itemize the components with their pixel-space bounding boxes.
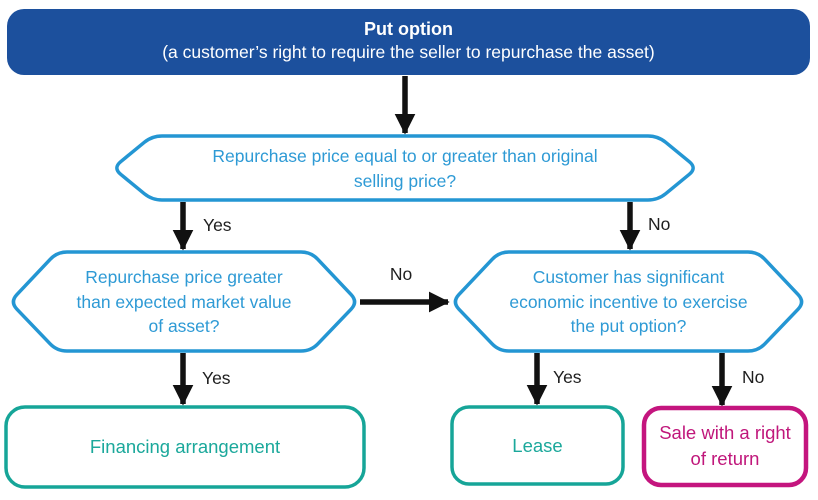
decision-d3-line3: the put option? — [570, 316, 687, 336]
decision-d2-line2: than expected market value — [76, 291, 292, 312]
outcome-sale-line1: Sale with a right — [659, 422, 791, 443]
edge-label-d3-yes: Yes — [553, 367, 582, 387]
root-title: Put option — [364, 19, 453, 39]
root-subtitle: (a customer’s right to require the selle… — [162, 42, 655, 62]
root-box — [7, 9, 810, 75]
decision-d1-hexagon — [115, 134, 695, 202]
decision-d3-line1: Customer has significant — [532, 267, 725, 287]
edge-label-d2-no: No — [389, 264, 413, 284]
decision-d1-line2: selling price? — [353, 170, 457, 191]
decision-d1-line1: Repurchase price equal to or greater tha… — [212, 146, 598, 166]
decision-d3-text: Customer has significant economic incent… — [452, 265, 805, 339]
outcome-lease-box — [450, 405, 625, 486]
edge-label-d2-yes: Yes — [202, 368, 231, 388]
edge-label-d3-no: No — [742, 367, 765, 387]
decision-d1-text: Repurchase price equal to or greater tha… — [113, 144, 697, 193]
outcome-sale-line2: of return — [690, 448, 760, 469]
edge-label-d1-no: No — [648, 214, 671, 234]
outcome-financing-label: Financing arrangement — [89, 436, 281, 457]
outcome-sale-box — [641, 405, 809, 488]
outcome-sale-label: Sale with a right of return — [644, 420, 806, 472]
edge-label-d1-yes: Yes — [203, 215, 232, 235]
decision-d2-hexagon — [11, 250, 357, 353]
outcome-lease-label: Lease — [512, 435, 563, 456]
decision-d3-hexagon — [453, 250, 804, 353]
decision-d2-text: Repurchase price greater than expected m… — [10, 265, 358, 339]
decision-d3-line2: economic incentive to exercise — [509, 291, 748, 312]
outcome-financing-box — [4, 405, 366, 489]
decision-d2-line1: Repurchase price greater — [85, 267, 283, 287]
decision-d2-line3: of asset? — [148, 316, 220, 336]
